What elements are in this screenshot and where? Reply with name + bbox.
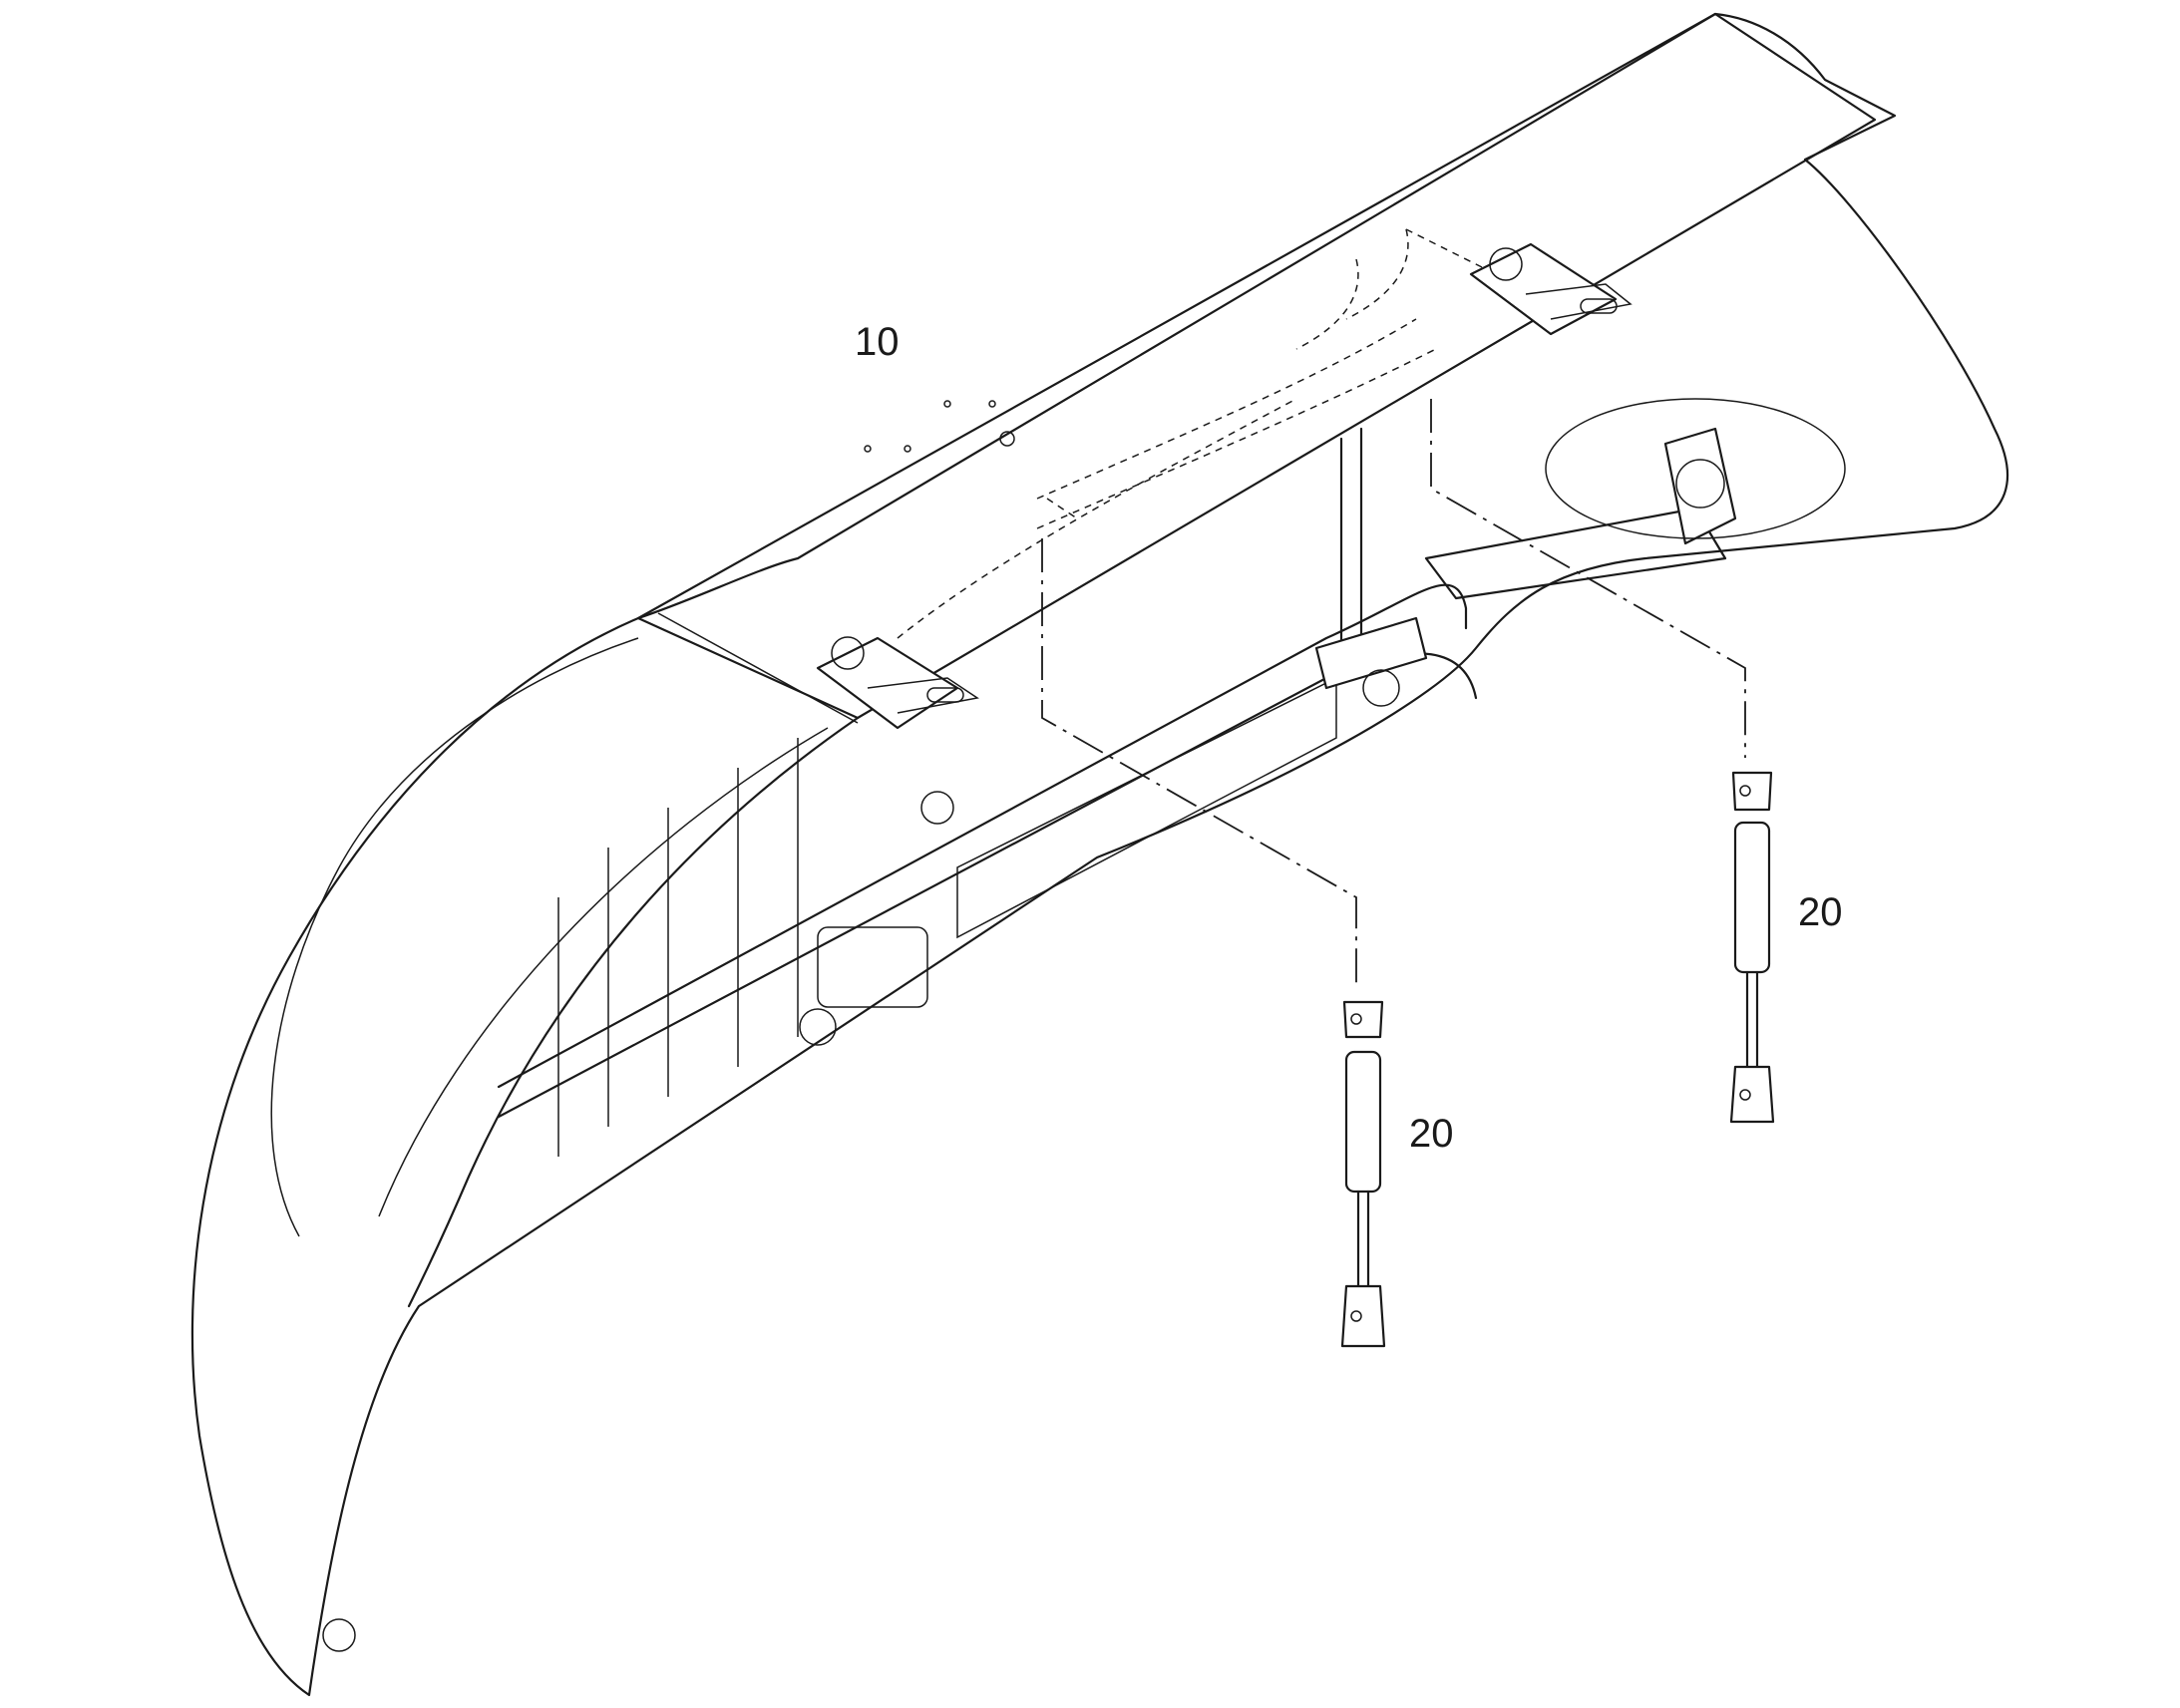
corner-bolt	[322, 1618, 356, 1652]
hinge-right	[1469, 242, 1633, 336]
gas-strut-left	[1340, 1000, 1386, 1348]
top-hole-1	[999, 431, 1015, 447]
internal-strut	[1314, 427, 1428, 707]
flange-recess	[1545, 398, 1846, 539]
top-hole-5	[988, 400, 996, 408]
hidden-lines	[897, 228, 1487, 639]
assembly-lines	[1041, 399, 1746, 987]
lower-rail-upper	[497, 583, 1468, 1089]
mount-flange	[1663, 427, 1737, 545]
hood-inner-left-curve	[407, 716, 860, 1308]
top-hole-3	[904, 445, 911, 453]
callout-part-20-left: 20	[1409, 1112, 1454, 1156]
latch-bolt	[799, 1008, 837, 1046]
top-hole-4	[943, 400, 951, 408]
hood-side-inner-line	[378, 727, 829, 1217]
hood-outer-edge	[190, 12, 2008, 1697]
support-arm	[1424, 398, 1846, 600]
strut-mount-plate	[1314, 616, 1428, 690]
hood-panel	[190, 12, 2008, 1697]
hood-top-face	[636, 12, 1877, 720]
callout-part-20-right: 20	[1798, 890, 1843, 934]
hood-top-seam	[657, 612, 859, 724]
panel-recess	[956, 676, 1337, 939]
strut-cylinder-right	[1733, 821, 1771, 974]
hood-side-highlight	[270, 637, 639, 1237]
top-hole-2	[864, 445, 872, 453]
hinge-left	[816, 636, 979, 730]
callout-part-10: 10	[855, 320, 900, 364]
side-hole	[920, 791, 954, 825]
lower-rail-lower	[497, 652, 1478, 1119]
latch-block	[817, 926, 928, 1008]
strut-cylinder-left	[1344, 1050, 1382, 1194]
assembly-line-right	[1430, 399, 1746, 758]
hinge-bolt-right	[1489, 247, 1523, 281]
hinge-bolt-left	[831, 636, 865, 670]
gas-strut-right	[1729, 771, 1775, 1124]
